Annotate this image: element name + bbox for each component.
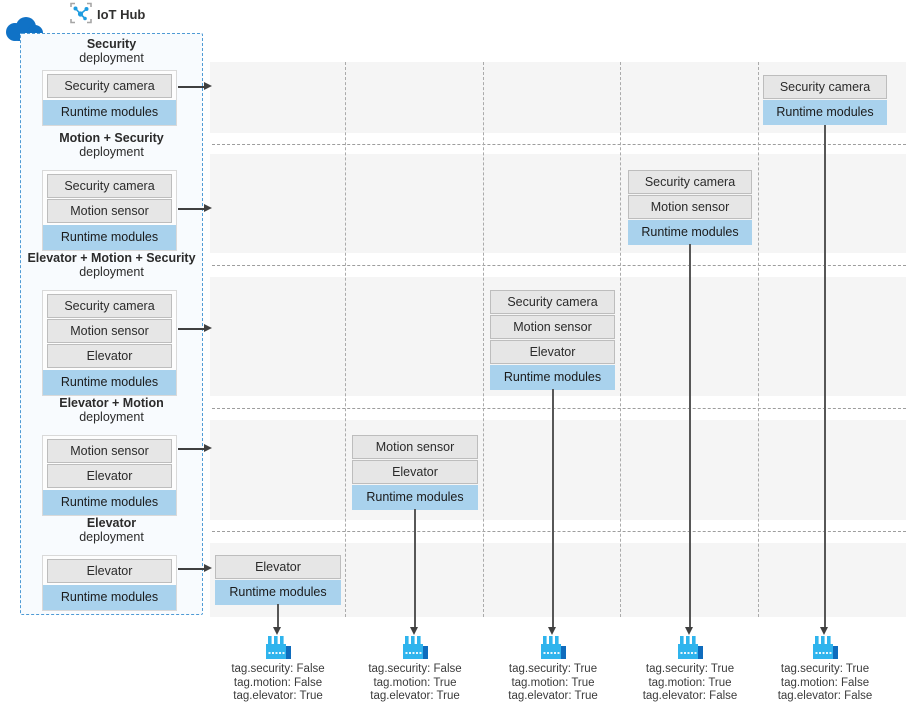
device-tags-1: tag.security: False tag.motion: False ta…: [203, 663, 353, 704]
tag-security: tag.security: False: [231, 663, 325, 675]
factory-device-icon: [399, 635, 431, 665]
module-motion-sensor: Motion sensor: [47, 319, 172, 343]
arrow-down-icon: [410, 627, 418, 635]
tag-security: tag.security: True: [508, 663, 598, 675]
runtime-modules: Runtime modules: [43, 100, 176, 125]
runtime-modules: Runtime modules: [43, 370, 176, 395]
runtime-modules: Runtime modules: [215, 580, 341, 605]
deployment-box-elevator: Elevator Runtime modules: [42, 555, 177, 611]
deployment-arrow: [178, 325, 212, 331]
module-security-camera: Security camera: [47, 74, 172, 98]
deployment-arrow: [178, 83, 212, 89]
device-modules-4: Security camera Motion sensor Runtime mo…: [628, 170, 752, 245]
module-motion-sensor: Motion sensor: [628, 195, 752, 219]
module-security-camera: Security camera: [490, 290, 615, 314]
tag-security: tag.security: True: [780, 663, 870, 675]
device-modules-3: Security camera Motion sensor Elevator R…: [490, 290, 615, 390]
arrow-down-icon: [685, 627, 693, 635]
column-separator: [483, 62, 484, 617]
factory-device-icon: [809, 635, 841, 665]
module-motion-sensor: Motion sensor: [47, 199, 172, 223]
deployment-row-elevator-motion: [210, 420, 906, 520]
module-elevator: Elevator: [215, 555, 341, 579]
tag-elevator: tag.elevator: True: [508, 690, 598, 702]
column-separator: [758, 62, 759, 617]
runtime-modules: Runtime modules: [43, 225, 176, 250]
device-tags-3: tag.security: True tag.motion: True tag.…: [478, 663, 628, 704]
deployment-arrow: [178, 565, 212, 571]
deployment-label-elevator: Elevator deployment: [79, 516, 144, 544]
module-motion-sensor: Motion sensor: [47, 439, 172, 463]
module-elevator: Elevator: [490, 340, 615, 364]
runtime-modules: Runtime modules: [490, 365, 615, 390]
tag-security: tag.security: True: [645, 663, 735, 675]
column-separator: [345, 62, 346, 617]
tag-security: tag.security: False: [368, 663, 462, 675]
tag-elevator: tag.elevator: True: [370, 690, 460, 702]
device-modules-5: Security camera Runtime modules: [763, 75, 887, 125]
row-separator: [212, 408, 906, 409]
row-separator: [212, 265, 906, 266]
deployment-arrow: [178, 445, 212, 451]
module-security-camera: Security camera: [47, 294, 172, 318]
column-separator: [620, 62, 621, 617]
tag-elevator: tag.elevator: True: [233, 690, 323, 702]
deployment-box-security: Security camera Runtime modules: [42, 70, 177, 126]
module-elevator: Elevator: [47, 344, 172, 368]
factory-device-icon: [537, 635, 569, 665]
module-elevator: Elevator: [47, 464, 172, 488]
device-connector: [689, 244, 691, 628]
tag-elevator: tag.elevator: False: [642, 690, 738, 702]
iot-hub-icon: [70, 2, 92, 29]
device-modules-1: Elevator Runtime modules: [215, 555, 341, 605]
deployment-label-security: Security deployment: [79, 37, 144, 65]
deployment-box-motion-security: Security camera Motion sensor Runtime mo…: [42, 170, 177, 251]
device-connector: [277, 604, 279, 628]
device-tags-2: tag.security: False tag.motion: True tag…: [340, 663, 490, 704]
deployment-arrow: [178, 205, 212, 211]
deployment-box-elevator-motion-security: Security camera Motion sensor Elevator R…: [42, 290, 177, 396]
arrow-down-icon: [548, 627, 556, 635]
tag-motion: tag.motion: True: [648, 676, 732, 689]
tag-motion: tag.motion: False: [233, 676, 323, 689]
tag-elevator: tag.elevator: False: [777, 690, 873, 702]
factory-device-icon: [674, 635, 706, 665]
deployment-label-elevator-motion: Elevator + Motion deployment: [59, 396, 164, 424]
module-security-camera: Security camera: [628, 170, 752, 194]
device-tags-5: tag.security: True tag.motion: False tag…: [750, 663, 900, 704]
runtime-modules: Runtime modules: [763, 100, 887, 125]
module-elevator: Elevator: [352, 460, 478, 484]
factory-device-icon: [262, 635, 294, 665]
module-motion-sensor: Motion sensor: [490, 315, 615, 339]
deployment-box-elevator-motion: Motion sensor Elevator Runtime modules: [42, 435, 177, 516]
arrow-down-icon: [820, 627, 828, 635]
device-connector: [824, 125, 826, 628]
runtime-modules: Runtime modules: [628, 220, 752, 245]
device-modules-2: Motion sensor Elevator Runtime modules: [352, 435, 478, 510]
module-elevator: Elevator: [47, 559, 172, 583]
deployment-row-motion-security: [210, 154, 906, 253]
page-title: IoT Hub: [97, 7, 146, 22]
module-security-camera: Security camera: [47, 174, 172, 198]
tag-motion: tag.motion: False: [780, 676, 870, 689]
runtime-modules: Runtime modules: [352, 485, 478, 510]
runtime-modules: Runtime modules: [43, 490, 176, 515]
runtime-modules: Runtime modules: [43, 585, 176, 610]
deployment-label-elevator-motion-security: Elevator + Motion + Security deployment: [27, 251, 196, 279]
device-tags-4: tag.security: True tag.motion: True tag.…: [615, 663, 765, 704]
device-connector: [414, 509, 416, 628]
row-separator: [212, 144, 906, 145]
tag-motion: tag.motion: True: [511, 676, 595, 689]
arrow-down-icon: [273, 627, 281, 635]
device-connector: [552, 389, 554, 628]
module-security-camera: Security camera: [763, 75, 887, 99]
module-motion-sensor: Motion sensor: [352, 435, 478, 459]
tag-motion: tag.motion: True: [373, 676, 457, 689]
deployment-label-motion-security: Motion + Security deployment: [59, 131, 164, 159]
row-separator: [212, 531, 906, 532]
